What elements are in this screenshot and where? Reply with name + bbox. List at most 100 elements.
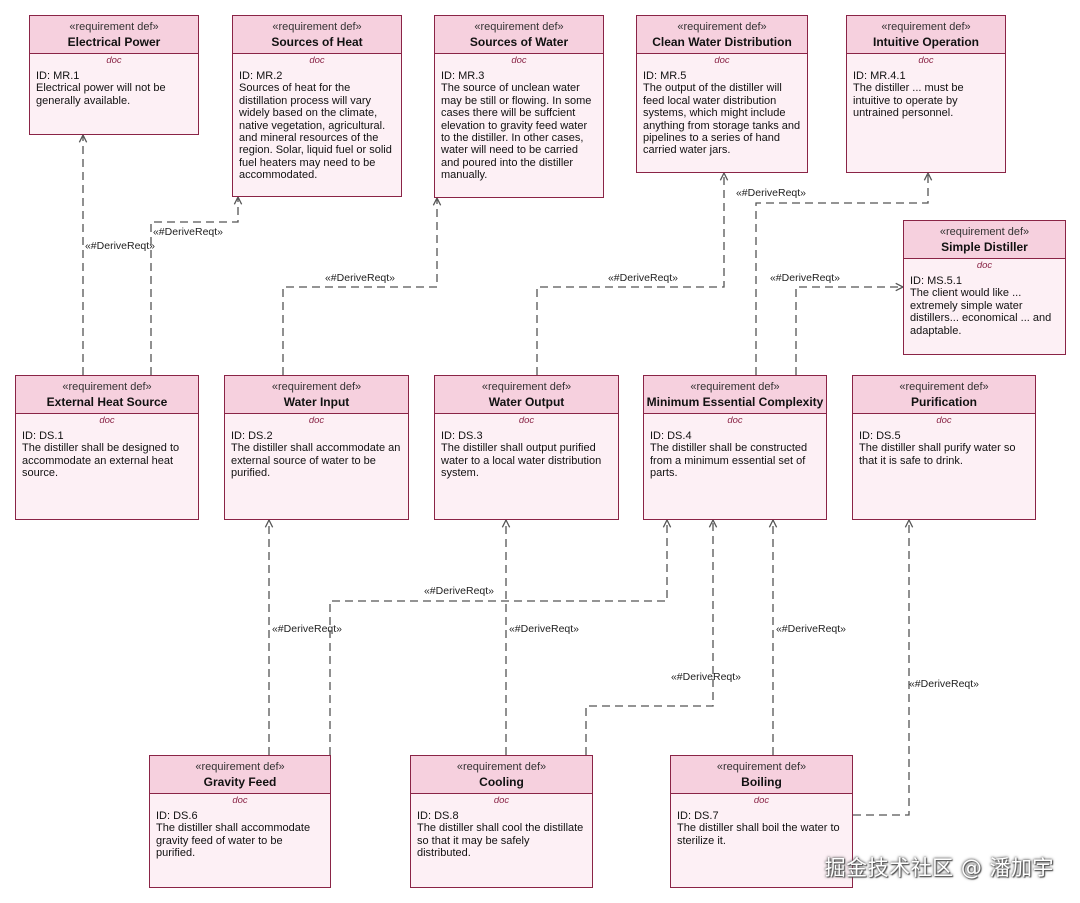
relation-label: «#DeriveReqt» xyxy=(671,671,741,683)
requirement-id: ID: DS.6 xyxy=(156,810,198,822)
doc-compartment-label: doc xyxy=(714,55,730,66)
block-name: Electrical Power xyxy=(67,35,161,49)
derive-relation-ds1-mr2[interactable]: «#DeriveReqt» xyxy=(150,197,238,375)
stereotype-label: «requirement def» xyxy=(62,381,152,393)
relation-label: «#DeriveReqt» xyxy=(776,623,846,635)
derive-relation-ds4-mr41[interactable]: «#DeriveReqt» xyxy=(736,173,928,375)
block-header: «requirement def»Clean Water Distributio… xyxy=(637,16,807,54)
relation-line xyxy=(585,520,713,755)
derive-relation-ds7-ds4[interactable]: «#DeriveReqt» xyxy=(773,520,846,755)
block-name: Simple Distiller xyxy=(941,240,1028,254)
block-name: Gravity Feed xyxy=(203,775,277,789)
requirement-block-mr5[interactable]: «requirement def»Clean Water Distributio… xyxy=(636,15,808,173)
requirement-id: ID: MS.5.1 xyxy=(910,275,962,287)
relation-line xyxy=(150,197,238,375)
relation-label: «#DeriveReqt» xyxy=(85,240,155,252)
block-name: Minimum Essential Complexity xyxy=(646,395,824,409)
requirement-text: The distiller shall accommodate an exter… xyxy=(231,442,401,480)
relation-line xyxy=(853,520,909,816)
derive-relation-ds3-mr5[interactable]: «#DeriveReqt» xyxy=(536,173,724,375)
requirement-block-ds4[interactable]: «requirement def»Minimum Essential Compl… xyxy=(643,375,827,520)
derive-relation-ds6-ds2[interactable]: «#DeriveReqt» xyxy=(269,520,342,755)
block-name: Intuitive Operation xyxy=(872,35,979,49)
doc-compartment-label: doc xyxy=(918,55,934,66)
requirement-id: ID: MR.1 xyxy=(36,70,80,82)
block-header: «requirement def»Cooling xyxy=(411,756,592,794)
doc-compartment-label: doc xyxy=(309,55,325,66)
derive-relation-ds1-mr1[interactable]: «#DeriveReqt» xyxy=(83,135,155,375)
requirement-text: The distiller shall cool the distillate … xyxy=(417,822,584,860)
requirement-id: ID: DS.7 xyxy=(677,810,719,822)
derive-relation-ds8-ds3[interactable]: «#DeriveReqt» xyxy=(506,520,579,755)
relation-label: «#DeriveReqt» xyxy=(325,272,395,284)
block-header: «requirement def» External Heat Source xyxy=(16,376,198,414)
block-name: Purification xyxy=(910,395,977,409)
requirement-id: ID: MR.5 xyxy=(643,70,687,82)
block-header: «requirement def»Water Input xyxy=(225,376,408,414)
doc-compartment-label: doc xyxy=(727,415,743,426)
stereotype-label: «requirement def» xyxy=(481,381,572,393)
derive-relation-ds2-mr3[interactable]: «#DeriveReqt» xyxy=(282,198,437,375)
relation-label: «#DeriveReqt» xyxy=(272,623,342,635)
block-name: Boiling xyxy=(741,775,782,789)
doc-compartment-label: doc xyxy=(232,795,248,806)
doc-compartment-label: doc xyxy=(976,260,993,271)
requirement-text: The distiller shall be constructed from … xyxy=(650,442,808,480)
derive-relation-ds7-ds5[interactable]: «#DeriveReqt» xyxy=(853,520,979,816)
stereotype-label: «requirement def» xyxy=(677,21,767,33)
requirement-id: ID: DS.1 xyxy=(22,430,64,442)
block-header: «requirement def»Sources of Heat xyxy=(233,16,401,54)
block-header: «requirement def»Water Output xyxy=(435,376,618,414)
doc-compartment-label: doc xyxy=(518,415,535,426)
relation-line xyxy=(536,173,724,375)
requirement-text: The source of unclean water may be still… xyxy=(441,82,592,182)
requirement-text: The distiller shall output purified wate… xyxy=(441,442,602,480)
stereotype-label: «requirement def» xyxy=(456,761,547,773)
requirement-text: Electrical power will not be generally a… xyxy=(36,82,166,107)
requirement-block-ds1[interactable]: «requirement def» External Heat Source doc… xyxy=(15,375,199,520)
stereotype-label: «requirement def» xyxy=(69,21,159,33)
requirement-id: ID: DS.4 xyxy=(650,430,692,442)
block-name: Sources of Heat xyxy=(271,35,363,49)
block-header: «requirement def»Purification xyxy=(853,376,1035,414)
derive-relation-ds6-ds4[interactable]: «#DeriveReqt» xyxy=(329,520,667,755)
requirement-id: ID: DS.3 xyxy=(441,430,483,442)
block-name: External Heat Source xyxy=(46,395,168,409)
relation-label: «#DeriveReqt» xyxy=(736,187,806,199)
derive-relation-ds4-ms51[interactable]: «#DeriveReqt» xyxy=(770,272,903,375)
doc-compartment-label: doc xyxy=(511,55,527,66)
requirement-id: ID: MR.4.1 xyxy=(853,70,906,82)
stereotype-label: «requirement def» xyxy=(474,21,564,33)
block-header: «requirement def»Gravity Feed xyxy=(150,756,330,794)
stereotype-label: «requirement def» xyxy=(881,21,971,33)
derive-relation-ds8-ds4[interactable]: «#DeriveReqt» xyxy=(585,520,741,755)
doc-compartment-label: doc xyxy=(308,415,325,426)
relation-line xyxy=(755,173,928,375)
block-header: «requirement def» Intuitive Operation xyxy=(847,16,1005,54)
relation-label: «#DeriveReqt» xyxy=(153,226,223,238)
doc-compartment-label: doc xyxy=(99,415,115,426)
stereotype-label: «requirement def» xyxy=(716,761,807,773)
relation-label: «#DeriveReqt» xyxy=(509,623,579,635)
relation-label: «#DeriveReqt» xyxy=(424,585,494,597)
